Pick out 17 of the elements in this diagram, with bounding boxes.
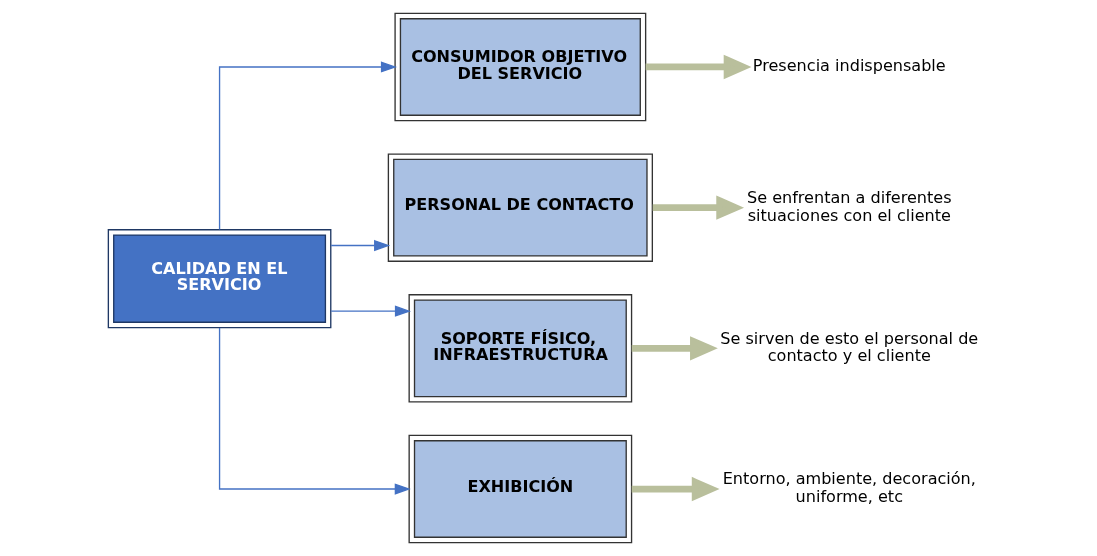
node-box: CALIDAD EN EL SERVICIO <box>107 229 332 329</box>
node-text: Entorno, ambiente, decoración, uniforme, etc <box>722 469 976 506</box>
arrow <box>218 327 411 495</box>
arrow <box>631 336 718 361</box>
arrow <box>330 239 391 252</box>
node-text: Presencia indispensable <box>752 56 946 76</box>
arrow <box>631 476 720 502</box>
node-box: SOPORTE FÍSICO, INFRAESTRUCTURA <box>408 294 633 403</box>
node-box: CONSUMIDOR OBJETIVO DEL SERVICIO <box>394 12 647 122</box>
node-box: PERSONAL DE CONTACTO <box>387 153 653 262</box>
arrow <box>330 305 411 317</box>
arrow <box>645 54 752 80</box>
node-text: Se sirven de esto el personal de contacto y el cliente <box>720 328 979 366</box>
arrow <box>652 195 745 220</box>
node-box: EXHIBICIÓN <box>408 434 633 544</box>
arrow <box>218 61 397 231</box>
node-text: Se enfrentan a diferentes situaciones con el cliente <box>746 188 952 225</box>
